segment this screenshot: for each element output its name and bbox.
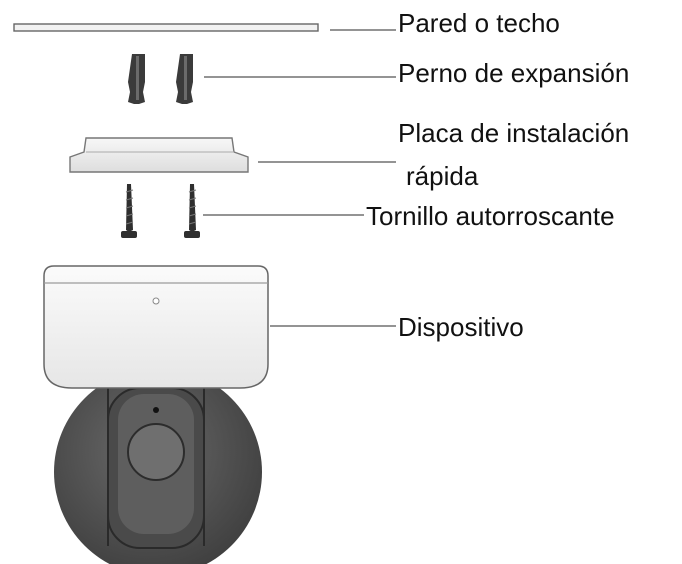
plate-label-line1: Placa de instalación bbox=[398, 118, 630, 148]
self-tapping-screw-left bbox=[121, 184, 137, 238]
plate-label-line2: rápida bbox=[406, 161, 479, 191]
status-light bbox=[152, 297, 160, 305]
screw-label: Tornillo autorroscante bbox=[366, 201, 615, 231]
self-tapping-screw-right bbox=[184, 184, 200, 238]
quick-mounting-plate bbox=[69, 137, 249, 173]
expansion-anchor-right bbox=[176, 54, 193, 104]
wall-label: Pared o techo bbox=[398, 8, 560, 38]
device-label: Dispositivo bbox=[398, 312, 524, 342]
camera-body bbox=[43, 265, 269, 389]
lens-indicator-dot bbox=[153, 407, 159, 413]
camera-device bbox=[43, 265, 269, 564]
expansion-anchor-left bbox=[128, 54, 145, 104]
leader-lines bbox=[203, 29, 396, 327]
anchor-label: Perno de expansión bbox=[398, 58, 630, 88]
wall-ceiling bbox=[13, 23, 319, 32]
camera-lens bbox=[127, 423, 185, 481]
